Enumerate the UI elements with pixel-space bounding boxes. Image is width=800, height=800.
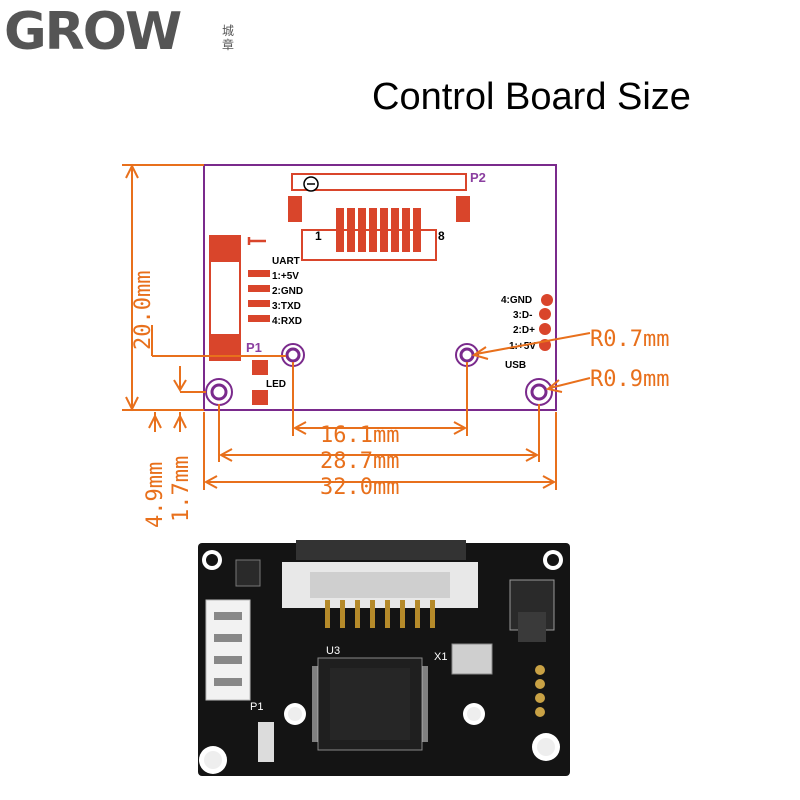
hole-small-radius-label: R0.7mm xyxy=(590,327,669,352)
p2-pin-end: 8 xyxy=(438,229,445,243)
uart-pin-2: 2:GND xyxy=(272,286,303,297)
photo-u3-label: U3 xyxy=(326,645,340,657)
uart-pin-1: 1:+5V xyxy=(272,271,299,282)
uart-header: UART xyxy=(272,256,300,267)
usb-pin-3: 3:D- xyxy=(513,310,532,321)
page-title: Control Board Size xyxy=(372,76,691,118)
offset-left-dimension: 4.9mm xyxy=(143,462,168,528)
mounting-holes xyxy=(205,343,553,406)
p2-pins xyxy=(336,208,421,252)
offset-bottom-dimension: 1.7mm xyxy=(169,456,194,522)
p1-label: P1 xyxy=(246,340,262,355)
dimension-lines xyxy=(122,163,591,490)
p2-pin-start: 1 xyxy=(315,229,322,243)
uart-pin-4: 4:RXD xyxy=(272,316,302,327)
grow-logo: GROW 城章 xyxy=(4,2,254,72)
p2-label: P2 xyxy=(470,170,486,185)
photo-x1-label: X1 xyxy=(434,651,447,663)
board-outline xyxy=(203,164,557,411)
led-label: LED xyxy=(266,379,286,390)
board-width-dimension: 32.0mm xyxy=(320,475,399,500)
usb-pin-4: 4:GND xyxy=(501,295,532,306)
height-dimension: 20.0mm xyxy=(131,271,156,350)
usb-pads: 4:GND 3:D- 2:D+ 1:+5V USB xyxy=(501,294,553,371)
inner-spacing-dimension: 16.1mm xyxy=(320,423,399,448)
outer-spacing-dimension: 28.7mm xyxy=(320,449,399,474)
usb-header: USB xyxy=(505,360,526,371)
pcb-photo: U3 X1 P1 xyxy=(198,540,570,776)
led-pads: LED xyxy=(252,360,286,405)
logo-seal: 城章 xyxy=(222,24,235,52)
uart-pin-3: 3:TXD xyxy=(272,301,301,312)
usb-pin-1: 1:+5V xyxy=(509,341,536,352)
usb-pin-2: 2:D+ xyxy=(513,325,535,336)
p1-connector: UART 1:+5V 2:GND 3:TXD 4:RXD P1 xyxy=(209,235,303,361)
logo-text: GROW xyxy=(4,2,182,62)
hole-large-radius-label: R0.9mm xyxy=(590,367,669,392)
photo-p1-label: P1 xyxy=(250,701,263,713)
p2-connector: P2 1 8 xyxy=(288,170,486,261)
